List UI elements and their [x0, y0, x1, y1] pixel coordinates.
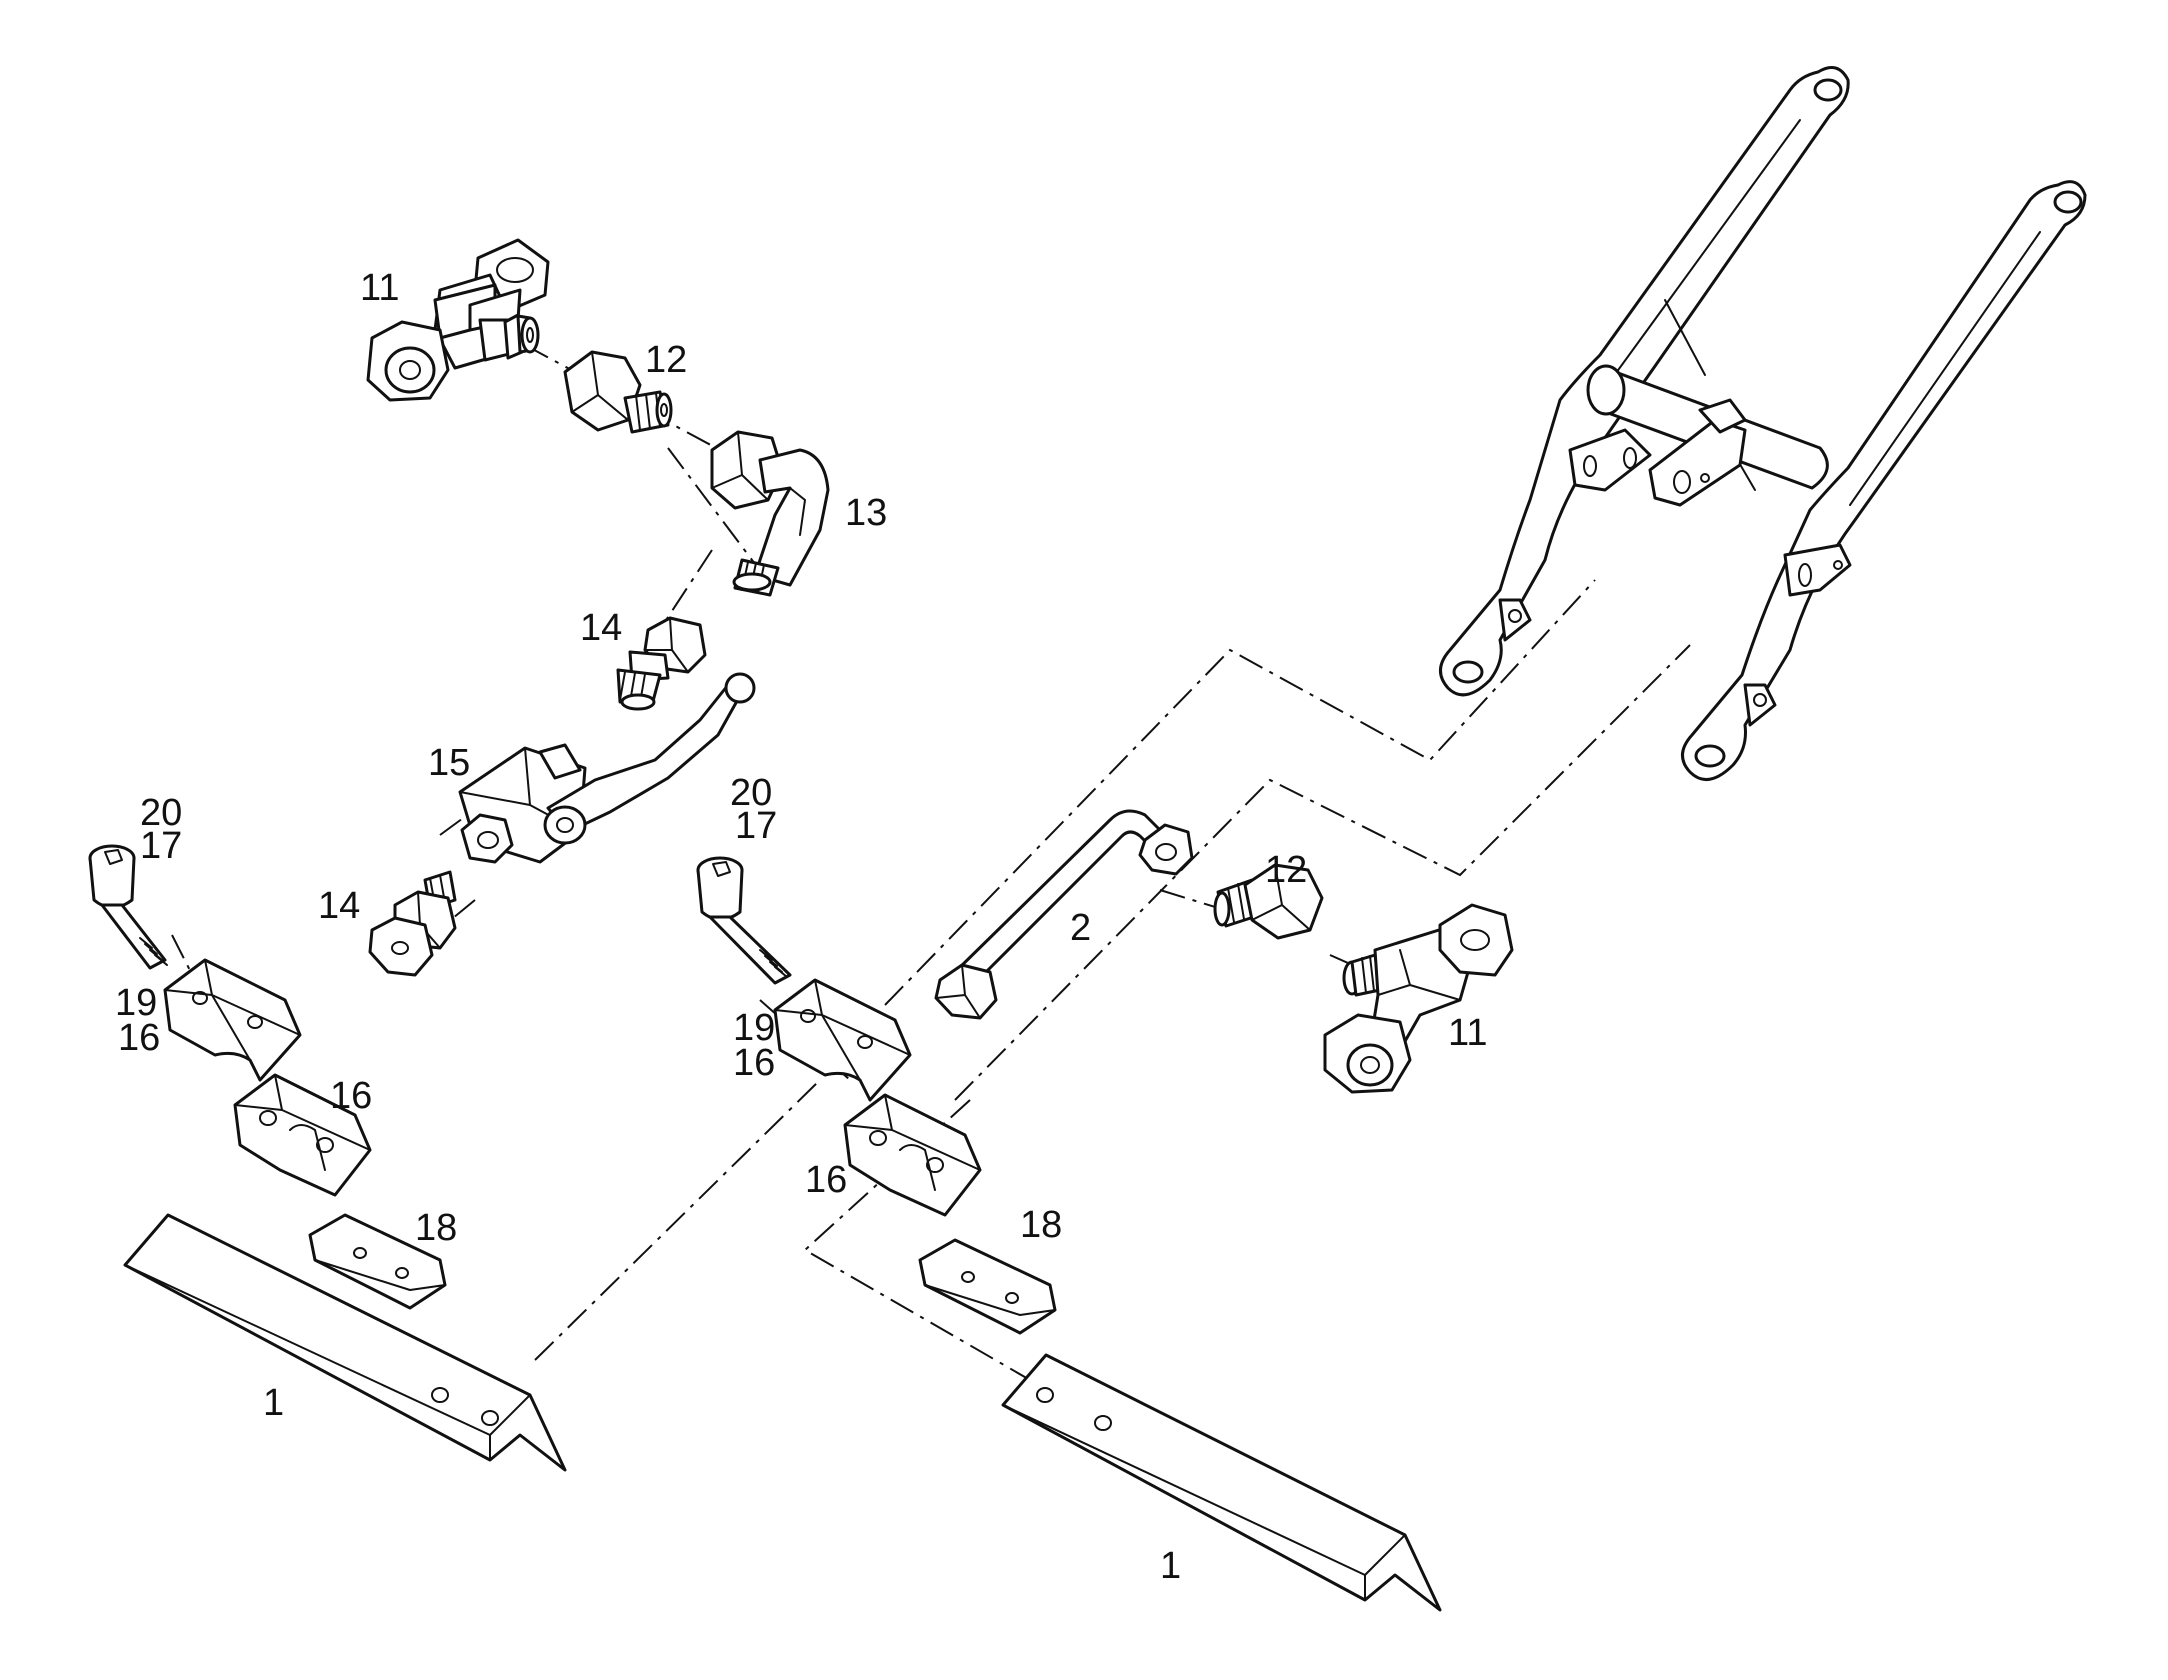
callout-angle-left: 1: [263, 1382, 284, 1424]
callout-clamp-lower-mid: 16: [805, 1159, 847, 1201]
callout-union-upper: 12: [645, 339, 687, 381]
loader-arm-right: [1681, 180, 2087, 781]
pivot-eye-right-top: [2053, 190, 2083, 214]
adapter-upper: [616, 616, 707, 711]
union-upper: [563, 350, 673, 434]
callout-washer-mid: 20: [730, 772, 772, 814]
callout-clamp-lower-left: 16: [330, 1075, 372, 1117]
callout-elbow: 13: [845, 492, 887, 534]
adapter-lower: [368, 870, 457, 977]
callout-clamp-upper-mid: 16: [733, 1042, 775, 1084]
callout-bolt-mid: 17: [735, 805, 777, 847]
callout-ball-valve: 15: [428, 742, 470, 784]
union-right: [1213, 863, 1324, 940]
leader-lines: [171, 344, 1691, 1381]
pivot-eye-left-bottom: [1452, 660, 1484, 684]
callout-clamp-upper-left: 16: [118, 1017, 160, 1059]
callouts: 11 12 13 14 15 14 20 17 20 17 19 16 16 1…: [115, 267, 1487, 1587]
pivot-eye-right-bottom: [1694, 744, 1726, 768]
callout-washer-left: 20: [140, 792, 182, 834]
clamp-stack-mid: [773, 978, 1057, 1335]
callout-angle-right: 1: [1160, 1545, 1181, 1587]
angle-iron-right: [1001, 1353, 1442, 1612]
callout-adapter-lower: 14: [318, 885, 360, 927]
callout-plate-left: 18: [415, 1207, 457, 1249]
angle-iron-left: [123, 1213, 567, 1472]
pivot-eye-left-top: [1813, 78, 1843, 102]
callout-plate-right: 18: [1020, 1204, 1062, 1246]
callout-union-right: 12: [1265, 849, 1307, 891]
elbow-fitting: [710, 430, 830, 597]
bracket-right: [1783, 543, 1852, 597]
loader-frame: [1439, 66, 2087, 781]
callout-adapter-upper: 14: [580, 607, 622, 649]
callout-bolt-left: 17: [140, 825, 182, 867]
hydraulic-tube: [934, 809, 1194, 1020]
tee-fitting-upper: [366, 238, 550, 402]
tee-fitting-right: [1323, 903, 1514, 1094]
callout-tube: 2: [1070, 907, 1091, 949]
ball-valve: [458, 672, 756, 864]
callout-spacer-left: 19: [115, 982, 157, 1024]
callout-spacer-mid: 19: [733, 1007, 775, 1049]
callout-tee-left: 11: [360, 267, 399, 309]
bolt-mid: [696, 856, 792, 985]
callout-tee-right: 11: [1448, 1012, 1487, 1054]
bolt-left: [88, 844, 168, 970]
clamp-stack-left: [163, 958, 447, 1310]
